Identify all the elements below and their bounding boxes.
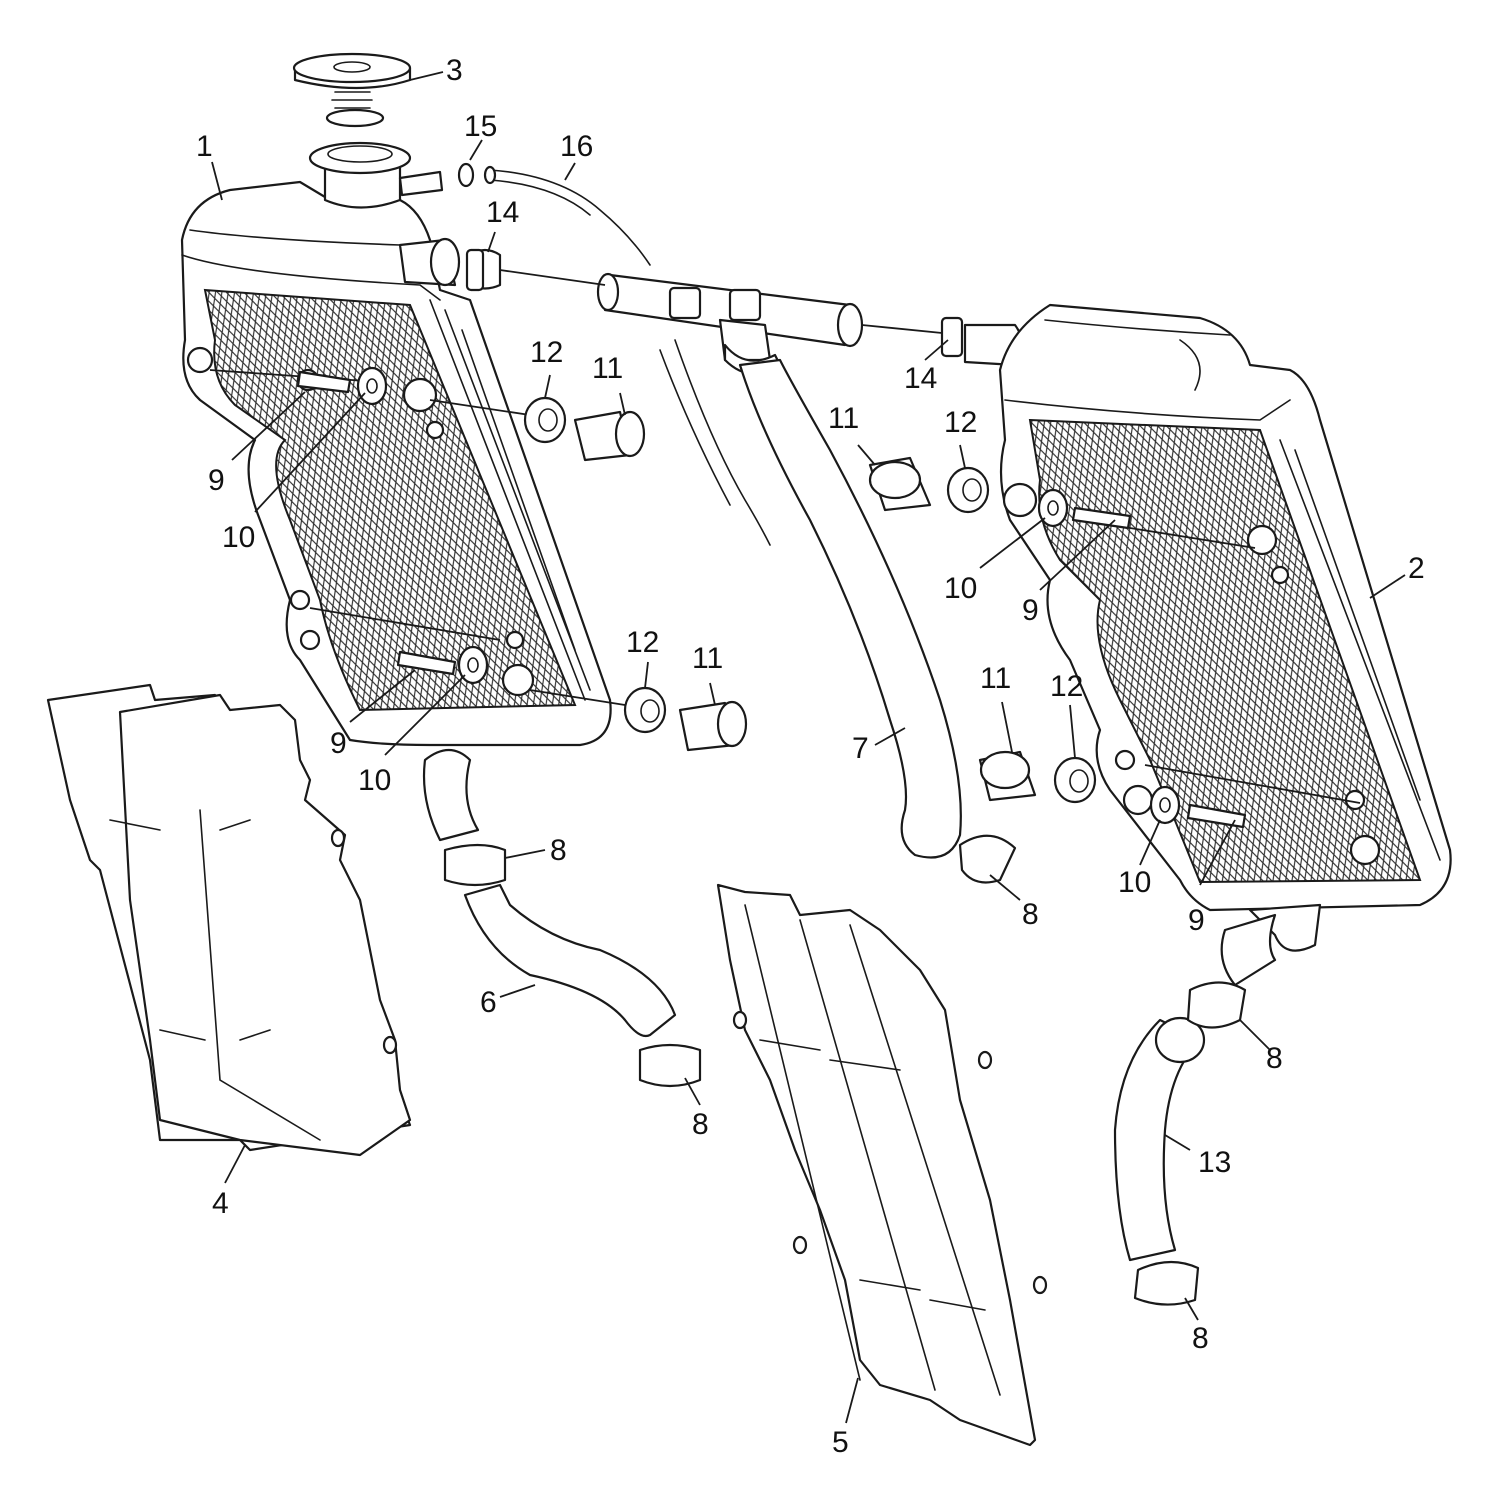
callout-8c: 8: [692, 1108, 709, 1141]
callout-13: 13: [1198, 1146, 1231, 1179]
callout-10a: 10: [222, 521, 255, 554]
callout-9c: 9: [330, 727, 347, 760]
callout-11b: 11: [828, 402, 859, 435]
right-shroud: [716, 883, 1048, 1447]
callout-8a: 8: [550, 834, 567, 867]
left-shroud: [46, 683, 412, 1157]
callout-11d: 11: [980, 662, 1011, 695]
clamp-8-hose7: [958, 834, 1017, 884]
upper-hose-tee: [596, 272, 864, 375]
overflow-hose: [457, 162, 771, 546]
hose-7: [738, 358, 962, 859]
leader-lines: [211, 71, 1406, 1424]
callout-16: 16: [560, 130, 593, 163]
callout-14a: 14: [486, 196, 519, 229]
callout-12a: 12: [530, 336, 563, 369]
right-radiator: [998, 303, 1452, 952]
callout-12b: 12: [944, 406, 977, 439]
callout-9a: 9: [208, 464, 225, 497]
callouts: 1 2 3 4 5 6 7 8 8 8 8 8 9 9 9 9 10 10 10…: [196, 54, 1425, 1459]
radiator-cap: [292, 52, 412, 128]
clamp-14-left: [465, 248, 606, 292]
callout-8e: 8: [1192, 1322, 1209, 1355]
callout-12d: 12: [1050, 670, 1083, 703]
callout-15: 15: [464, 110, 497, 143]
hose-13: [1113, 913, 1277, 1306]
callout-14b: 14: [904, 362, 937, 395]
callout-1: 1: [196, 130, 213, 163]
callout-8b: 8: [1022, 898, 1039, 931]
left-radiator: [180, 141, 612, 842]
callout-11a: 11: [592, 352, 623, 385]
callout-8d: 8: [1266, 1042, 1283, 1075]
callout-3: 3: [446, 54, 463, 87]
callout-12c: 12: [626, 626, 659, 659]
callout-10b: 10: [944, 572, 977, 605]
callout-10d: 10: [1118, 866, 1151, 899]
callout-10c: 10: [358, 764, 391, 797]
callout-5: 5: [832, 1426, 849, 1459]
callout-9b: 9: [1022, 594, 1039, 627]
clamp-14-right: [861, 316, 1024, 367]
callout-11c: 11: [692, 642, 723, 675]
callout-9d: 9: [1188, 904, 1205, 937]
callout-4: 4: [212, 1187, 229, 1220]
hose-6: [443, 843, 702, 1088]
callout-7: 7: [852, 732, 869, 765]
callout-2: 2: [1408, 552, 1425, 585]
grommets-spacers: [296, 366, 1247, 829]
callout-6: 6: [480, 986, 497, 1019]
